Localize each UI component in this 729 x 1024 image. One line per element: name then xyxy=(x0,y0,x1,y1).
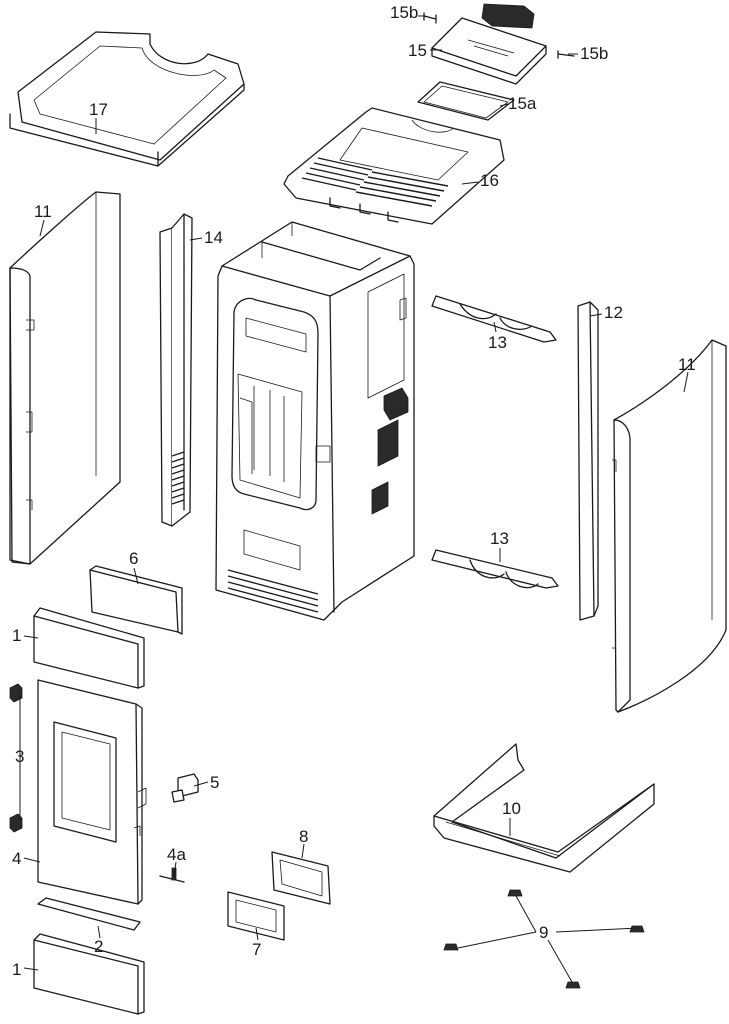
part-11-left-side-panel xyxy=(9,191,121,565)
label-13-top: 13 xyxy=(488,333,507,352)
part-16-top-grille xyxy=(283,107,505,225)
part-13-lower-bracket xyxy=(431,549,559,589)
part-9-feet xyxy=(443,889,645,989)
part-7-plate xyxy=(227,891,285,941)
label-15b-right: 15b xyxy=(580,44,608,63)
label-15: 15 xyxy=(408,41,427,60)
label-15a: 15a xyxy=(508,94,537,113)
label-16: 16 xyxy=(480,171,499,190)
label-2: 2 xyxy=(94,937,103,956)
part-17-top-frame xyxy=(9,31,245,167)
label-13-bottom: 13 xyxy=(490,529,509,548)
label-6: 6 xyxy=(129,549,138,568)
label-10: 10 xyxy=(502,799,521,818)
part-12-right-rail xyxy=(577,301,599,621)
part-10-base-frame xyxy=(433,743,655,873)
label-7: 7 xyxy=(252,940,261,959)
label-5: 5 xyxy=(210,773,219,792)
part-2-bar xyxy=(37,897,141,931)
part-13-upper-bracket xyxy=(431,295,557,343)
part-15-control-cover xyxy=(431,17,547,85)
part-1-lower-front-panel xyxy=(33,933,145,1015)
label-1-upper: 1 xyxy=(12,626,21,645)
label-12: 12 xyxy=(604,303,623,322)
label-14: 14 xyxy=(204,228,223,247)
part-11-right-side-panel xyxy=(612,339,727,713)
label-3: 3 xyxy=(15,747,24,766)
part-4-door xyxy=(37,679,147,905)
part-14-side-rail xyxy=(159,213,193,527)
label-9: 9 xyxy=(539,923,548,942)
label-1-lower: 1 xyxy=(12,960,21,979)
stove-chassis xyxy=(215,221,415,621)
label-11-left: 11 xyxy=(34,202,52,221)
label-8: 8 xyxy=(299,827,308,846)
part-3-hinges xyxy=(9,683,23,833)
label-17: 17 xyxy=(89,100,108,119)
part-labels: 15b 15 15b 15a 17 16 11 14 12 13 11 6 1 … xyxy=(12,3,696,979)
part-1-upper-front-panel xyxy=(33,607,145,689)
part-8-plate xyxy=(271,851,331,905)
part-15b-connector xyxy=(481,3,535,29)
part-5-latch xyxy=(171,773,199,803)
part-15a-gasket xyxy=(417,81,515,121)
part-6-plate xyxy=(89,565,183,635)
part-15b-right-screw xyxy=(557,50,575,59)
label-4: 4 xyxy=(12,849,21,868)
label-4a: 4a xyxy=(167,845,186,864)
leader-lines xyxy=(19,15,689,983)
label-15b-left: 15b xyxy=(390,3,418,22)
label-11-right: 11 xyxy=(678,355,696,374)
part-15b-left-screw xyxy=(423,12,437,24)
part-4a-pin xyxy=(159,867,185,883)
